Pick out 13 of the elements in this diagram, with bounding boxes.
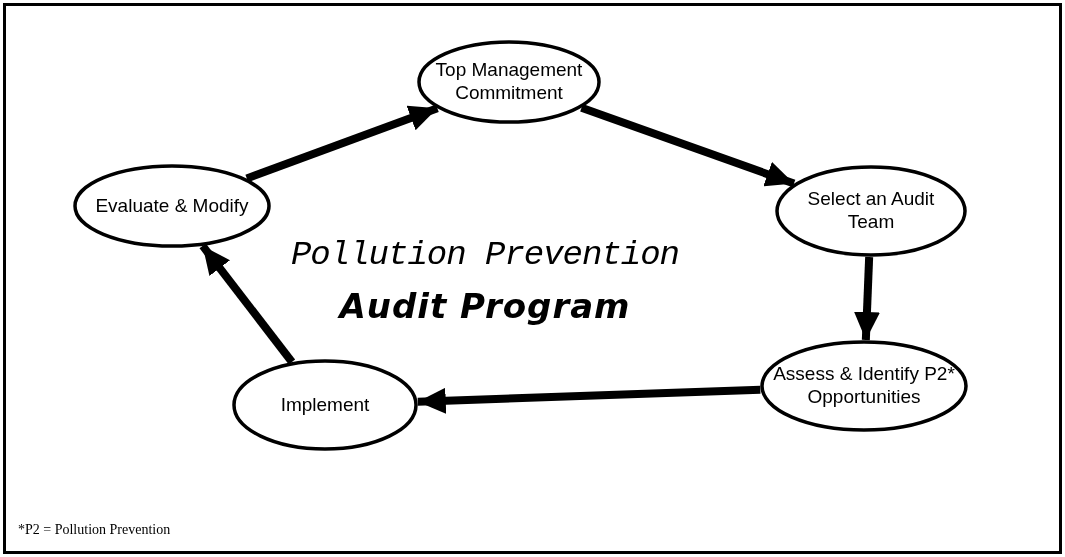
arrow xyxy=(199,243,296,365)
step-label: Assess & Identify P2* Opportunities xyxy=(772,363,956,409)
arrow xyxy=(417,385,761,414)
footnote: *P2 = Pollution Prevention xyxy=(18,522,171,538)
arrow xyxy=(853,256,880,341)
arrow xyxy=(580,104,796,188)
step-label: Implement xyxy=(280,393,370,417)
center-title: Pollution Prevention xyxy=(290,236,680,274)
step-label: Select an Audit Team xyxy=(806,188,936,234)
step-label: Top Management Commitment xyxy=(434,59,584,105)
center-title: Audit Program xyxy=(339,286,631,326)
arrow xyxy=(245,104,439,183)
step-label: Evaluate & Modify xyxy=(95,194,249,218)
